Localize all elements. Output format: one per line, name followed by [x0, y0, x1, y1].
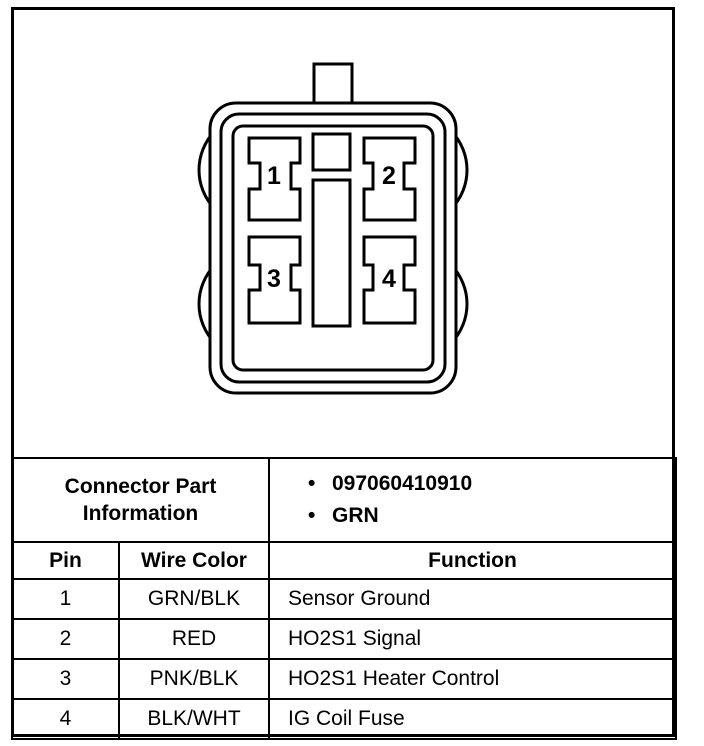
header-wire-color: Wire Color: [118, 541, 270, 580]
connector-key-slot: [311, 178, 352, 328]
cell-pin: 2: [11, 618, 120, 660]
cell-wire-color: BLK/WHT: [118, 698, 270, 740]
cell-wire-color: GRN/BLK: [118, 578, 270, 620]
pin-cavity-4: [362, 235, 417, 325]
part-number: 097060410910: [332, 472, 473, 495]
connector-face-diagram: 1 2 3 4: [11, 7, 675, 457]
connector-pinout-table: Connector Part Information • 097060410910…: [11, 457, 677, 740]
pin-label-2: 2: [382, 162, 396, 190]
cell-function: Sensor Ground: [268, 578, 677, 620]
connector-part-info-values: • 097060410910 • GRN: [268, 457, 677, 543]
list-item: • 097060410910: [308, 468, 675, 500]
pin-label-3: 3: [267, 265, 281, 293]
table-row: 3 PNK/BLK HO2S1 Heater Control: [11, 658, 677, 700]
connector-drawing: [197, 62, 469, 395]
cell-wire-color: PNK/BLK: [118, 658, 270, 700]
pin-label-1: 1: [267, 162, 281, 190]
cell-function: IG Coil Fuse: [268, 698, 677, 740]
pin-cavity-2: [362, 136, 417, 222]
bullet-icon: •: [308, 504, 316, 527]
cell-wire-color: RED: [118, 618, 270, 660]
connector-part-info-row: Connector Part Information • 097060410910…: [11, 457, 677, 543]
pin-cavity-3: [247, 235, 302, 325]
header-function: Function: [268, 541, 677, 580]
table-row: 2 RED HO2S1 Signal: [11, 618, 677, 660]
cell-function: HO2S1 Signal: [268, 618, 677, 660]
connector-part-label-line1: Connector Part: [64, 475, 217, 498]
cell-function: HO2S1 Heater Control: [268, 658, 677, 700]
pin-cavity-1: [247, 136, 302, 222]
list-item: • GRN: [308, 500, 675, 532]
table-row: 1 GRN/BLK Sensor Ground: [11, 578, 677, 620]
connector-key-top: [311, 132, 352, 172]
connector-part-info-label: Connector Part Information: [11, 457, 270, 543]
bullet-icon: •: [308, 472, 316, 495]
cell-pin: 3: [11, 658, 120, 700]
table-header-row: Pin Wire Color Function: [11, 541, 677, 580]
connector-part-label-line2: Information: [82, 502, 199, 525]
pin-label-4: 4: [382, 265, 396, 293]
cell-pin: 1: [11, 578, 120, 620]
table-row: 4 BLK/WHT IG Coil Fuse: [11, 698, 677, 740]
connector-color: GRN: [332, 504, 379, 527]
cell-pin: 4: [11, 698, 120, 740]
header-pin: Pin: [11, 541, 120, 580]
